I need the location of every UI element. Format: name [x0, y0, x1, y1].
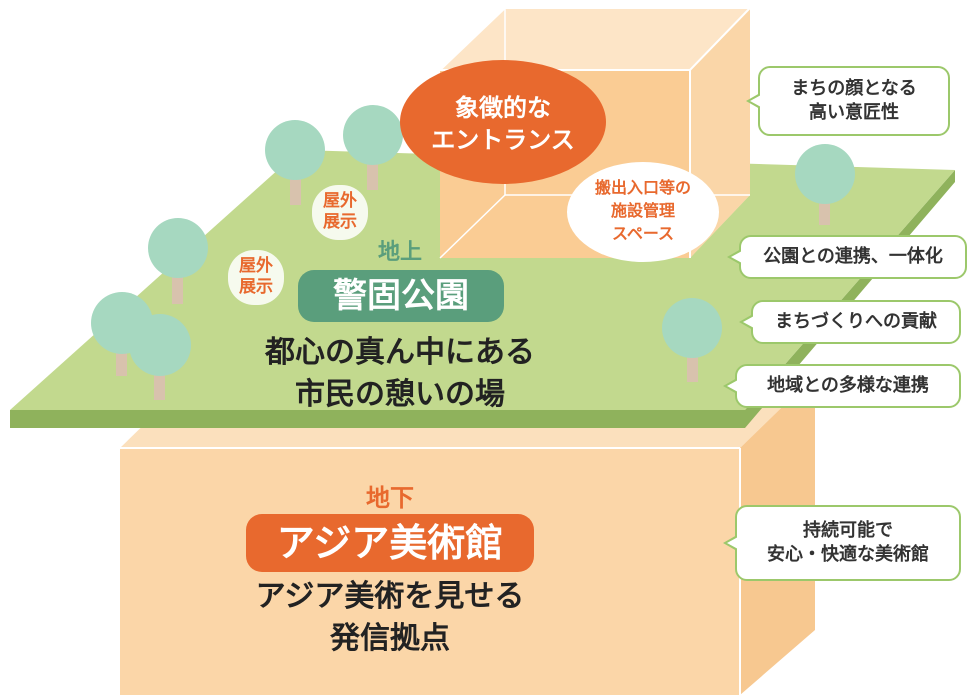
callout-sustainable: 持続可能で 安心・快適な美術館: [723, 505, 961, 581]
tree: [148, 218, 208, 304]
outdoor-exhibit-label: 屋外 展示: [228, 250, 284, 305]
tree: [662, 298, 722, 382]
facility-bubble-line3: スペース: [612, 224, 674, 243]
tree: [265, 120, 325, 205]
entrance-bubble: 象徴的な エントランス: [400, 60, 606, 184]
museum-name-badge: アジア美術館: [246, 514, 534, 572]
callout-design: まちの顔となる 高い意匠性: [746, 66, 950, 136]
underground-level-label: 地下: [366, 484, 414, 512]
tree: [129, 314, 191, 400]
callout-park-integration: 公園との連携、一体化: [727, 235, 967, 279]
facility-bubble-line2: 施設管理: [611, 201, 675, 220]
callout-urban-contribution: まちづくりへの貢献: [739, 300, 961, 344]
upper-box-edge: [439, 7, 753, 71]
museum-description: アジア美術を見せる 発信拠点: [255, 579, 525, 656]
ground-level-label: 地上: [377, 240, 422, 265]
trees: [91, 105, 855, 400]
tree: [343, 105, 403, 190]
facility-bubble-line1: 搬出入口等の: [595, 178, 691, 197]
callout-community: 地域との多様な連携: [723, 364, 961, 408]
underground-box: [120, 375, 815, 695]
park-name-badge: 警固公園: [298, 270, 504, 322]
outdoor-exhibit-label: 屋外 展示: [312, 185, 368, 240]
park-description: 都心の真ん中にある 市民の憩いの場: [265, 335, 535, 412]
upper-box-edge: [439, 194, 506, 259]
entrance-bubble-line2: エントランス: [431, 126, 575, 154]
tree: [795, 144, 855, 225]
facility-bubble: 搬出入口等の 施設管理 スペース: [567, 162, 719, 262]
entrance-bubble-line1: 象徴的な: [455, 94, 551, 122]
